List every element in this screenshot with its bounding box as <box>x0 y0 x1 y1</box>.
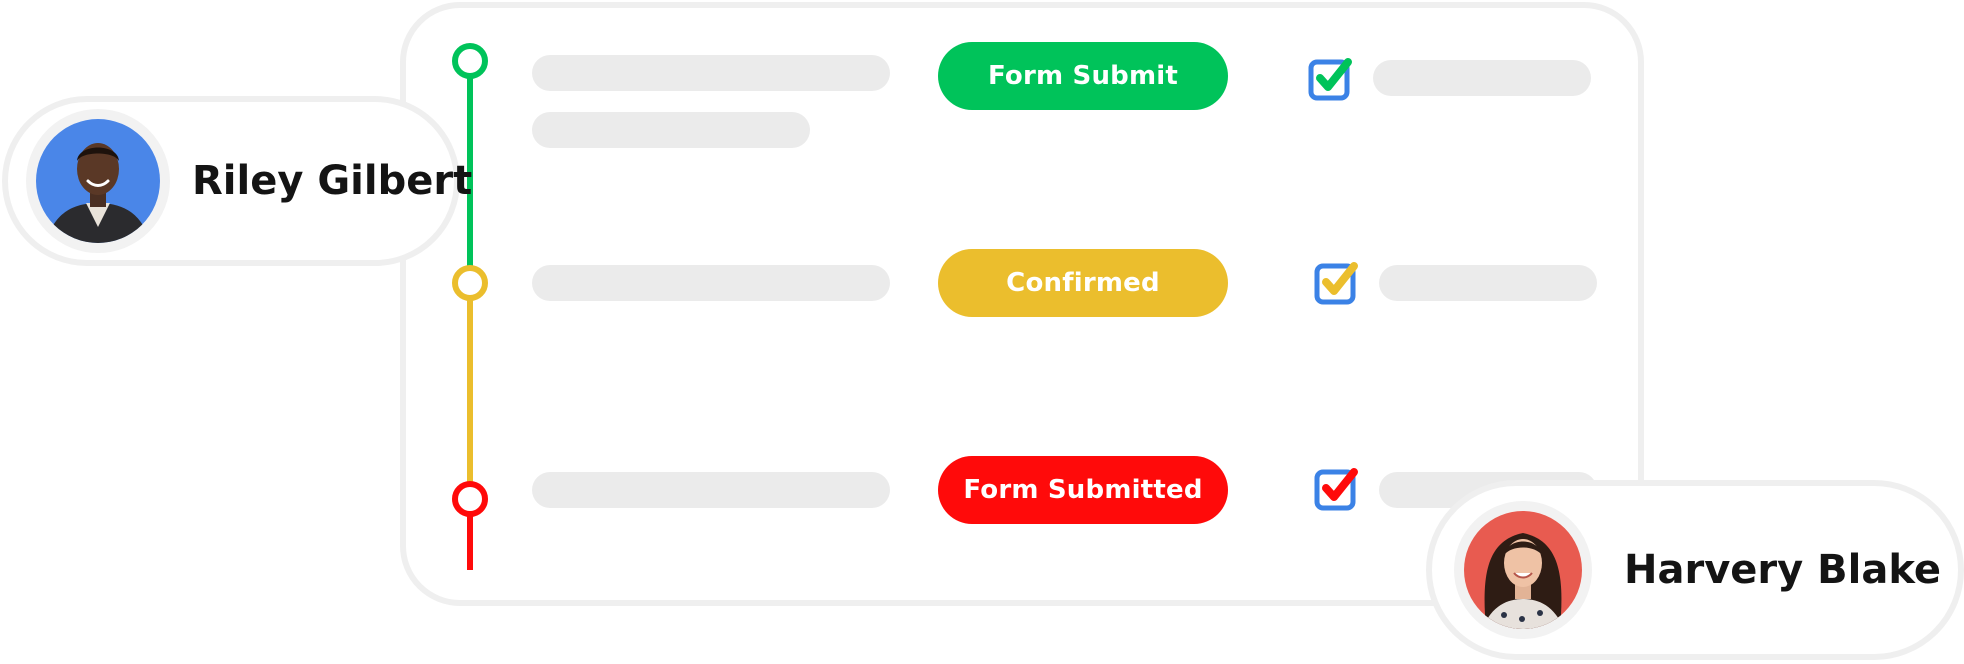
person-photo-icon <box>1464 511 1582 629</box>
avatar <box>1454 501 1592 639</box>
person-name: Riley Gilbert <box>192 158 473 204</box>
checkbox-checked-yellow-icon[interactable] <box>1314 258 1370 308</box>
row-2-side-placeholder <box>1379 265 1597 301</box>
status-badge-confirmed[interactable]: Confirmed <box>938 249 1228 317</box>
checkbox-checked-red-icon[interactable] <box>1314 464 1370 514</box>
row-2-text-placeholder <box>532 265 890 301</box>
row-1-side-placeholder <box>1373 60 1591 96</box>
user-card-riley[interactable]: Riley Gilbert <box>2 96 472 266</box>
row-1-text-placeholder <box>532 55 890 91</box>
avatar <box>26 109 170 253</box>
person-photo-icon <box>36 119 160 243</box>
user-card-harvery[interactable]: Harvery Blake <box>1426 480 1964 660</box>
status-badge-form-submitted[interactable]: Form Submitted <box>938 456 1228 524</box>
status-badge-form-submit[interactable]: Form Submit <box>938 42 1228 110</box>
person-name: Harvery Blake <box>1624 547 1941 593</box>
row-3-text-placeholder <box>532 472 890 508</box>
row-1-text-placeholder-secondary <box>532 112 810 148</box>
checkbox-checked-green-icon[interactable] <box>1308 54 1364 104</box>
